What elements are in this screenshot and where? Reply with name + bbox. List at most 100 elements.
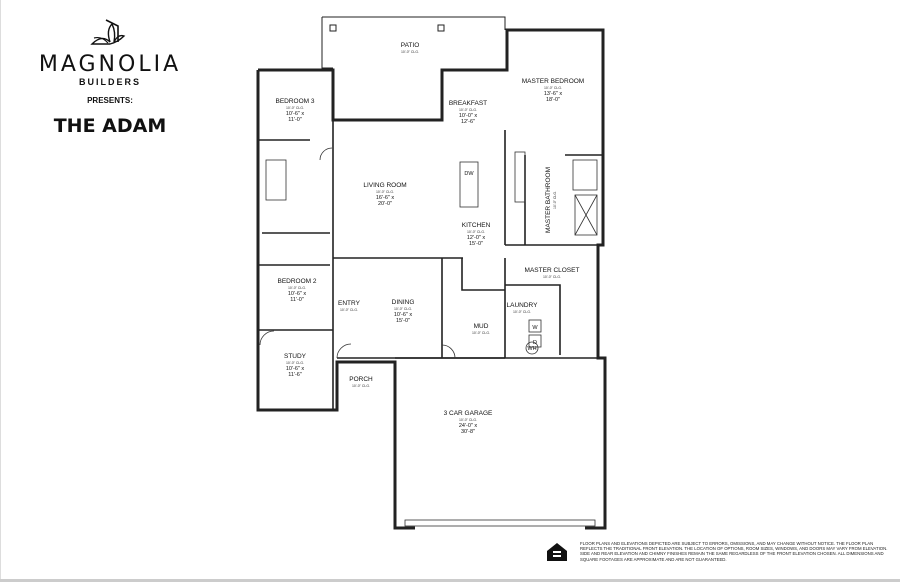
room-dimension: 13'-6" x <box>544 91 563 97</box>
plan-title: THE ADAM <box>53 115 167 137</box>
interior-wall <box>461 258 505 291</box>
room-name: LIVING ROOM <box>363 182 406 189</box>
brand-block: MAGNOLIA BUILDERS PRESENTS: THE ADAM <box>0 0 220 150</box>
washer-symbol <box>528 319 542 333</box>
room-dimension: 10'-6" x <box>286 111 305 117</box>
room-ceiling: 10'-0" CLG. <box>553 191 557 209</box>
frame-edge <box>0 0 1 582</box>
room-dimension: 10'-0" x <box>459 113 478 119</box>
dryer-symbol <box>528 334 542 348</box>
room-name: 3 CAR GARAGE <box>444 410 493 417</box>
presents-label: PRESENTS: <box>87 96 133 105</box>
room-name: ENTRY <box>338 300 361 307</box>
room-name: PATIO <box>401 42 420 49</box>
patio-column <box>329 24 337 32</box>
magnolia-logo-icon <box>90 19 126 45</box>
room-ceiling: 10'-0" CLG. <box>394 307 412 311</box>
room-name: STUDY <box>284 353 307 360</box>
door-swing <box>319 147 333 161</box>
room-ceiling: 10'-0" CLG. <box>286 106 304 110</box>
room-name: KITCHEN <box>462 222 491 229</box>
room-dimension: 15'-0" <box>396 318 410 324</box>
room-ceiling: 10'-0" CLG. <box>401 50 419 54</box>
room-ceiling: 10'-0" CLG. <box>543 275 561 279</box>
room-ceiling: 10'-0" CLG. <box>340 308 358 312</box>
room-dimension: 10'-6" x <box>288 291 307 297</box>
room-ceiling: 10'-0" CLG. <box>459 108 477 112</box>
room-name: BREAKFAST <box>449 100 487 107</box>
room-name: DINING <box>392 299 415 306</box>
brand-sub: BUILDERS <box>78 77 141 87</box>
room-ceiling: 10'-0" CLG. <box>288 286 306 290</box>
exterior-wall <box>256 70 415 530</box>
door-swing <box>441 344 456 359</box>
disclaimer-text: Floor plans and elevations depicted are … <box>580 541 888 562</box>
room-ceiling: 10'-0" CLG. <box>286 361 304 365</box>
room-dimension: 10'-6" x <box>394 312 413 318</box>
room-ceiling: 10'-0" CLG. <box>513 310 531 314</box>
kitchen-island <box>459 161 479 208</box>
master-vanity <box>514 151 526 203</box>
room-name: MASTER CLOSET <box>525 267 580 274</box>
door-swing <box>336 343 352 359</box>
room-dimension: 15'-0" <box>469 241 483 247</box>
room-ceiling: 10'-0" CLG. <box>467 230 485 234</box>
room-ceiling: 10'-0" CLG. <box>544 86 562 90</box>
brand-name: MAGNOLIA <box>38 52 182 77</box>
room-dimension: 12'-0" x <box>467 235 486 241</box>
garage-door <box>404 519 596 527</box>
room-ceiling: 10'-0" CLG. <box>459 418 477 422</box>
equal-housing-icon <box>547 543 567 561</box>
water-heater-symbol <box>525 341 539 355</box>
water-heater-label: WH <box>527 346 536 352</box>
bottom-border <box>0 579 900 582</box>
room-dimension: 11'-6" <box>288 372 302 378</box>
master-shower <box>574 194 598 236</box>
dishwasher-label: DW <box>464 171 474 177</box>
room-dimension: 20'-0" <box>378 201 392 207</box>
patio-column <box>437 24 445 32</box>
room-dimension: 18'-0" <box>546 97 560 103</box>
room-dimension: 30'-8" <box>461 429 475 435</box>
dryer-label: D <box>533 340 537 346</box>
door-swing <box>259 330 275 346</box>
room-name: MASTER BATHROOM <box>545 167 552 233</box>
room-dimension: 12'-6" <box>461 119 475 125</box>
room-bedroom2: BEDROOM 210'-0" CLG.10'-6" x11'-0" <box>277 278 316 303</box>
room-bedroom3: BEDROOM 310'-0" CLG.10'-6" x11'-0" <box>275 98 314 123</box>
room-dimension: 16'-6" x <box>376 195 395 201</box>
washer-label: W <box>532 325 538 331</box>
room-ceiling: 10'-0" CLG. <box>376 190 394 194</box>
bathtub <box>265 159 287 201</box>
interior-wall <box>505 284 561 355</box>
room-name: BEDROOM 2 <box>277 278 316 285</box>
room-dimension: 24'-0" x <box>459 423 478 429</box>
room-dimension: 10'-6" x <box>286 366 305 372</box>
room-ceiling: 10'-0" CLG. <box>472 331 490 335</box>
room-name: LAUNDRY <box>507 302 539 309</box>
room-ceiling: 10'-0" CLG. <box>352 384 370 388</box>
patio-outline <box>321 16 506 69</box>
room-name: BEDROOM 3 <box>275 98 314 105</box>
room-name: MUD <box>474 323 489 330</box>
room-name: MASTER BEDROOM <box>522 78 584 85</box>
master-tub <box>572 159 598 191</box>
room-dimension: 11'-0" <box>290 297 304 303</box>
room-dimension: 11'-0" <box>288 117 302 123</box>
